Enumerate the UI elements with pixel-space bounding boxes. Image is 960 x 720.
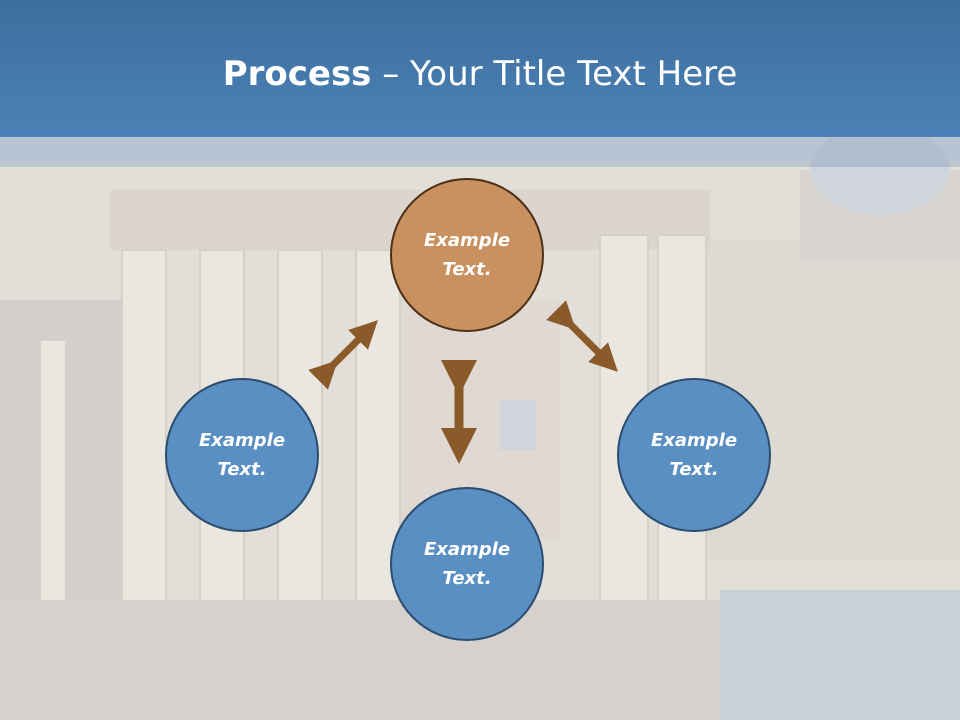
title-bold: Process — [222, 54, 372, 94]
process-node-left-text: Example Text. — [198, 430, 286, 480]
process-node-right[interactable]: Example Text. — [617, 378, 771, 532]
process-node-bottom-text: Example Text. — [423, 539, 511, 589]
title-banner — [0, 0, 960, 137]
process-node-top-text: Example Text. — [423, 230, 511, 280]
arrow-top-right — [546, 300, 618, 372]
title-rest: – Your Title Text Here — [371, 54, 738, 94]
slide-title[interactable]: Process – Your Title Text Here — [0, 52, 960, 96]
process-node-bottom[interactable]: Example Text. — [390, 487, 544, 641]
process-node-left[interactable]: Example Text. — [165, 378, 319, 532]
arrow-top-left — [308, 320, 378, 390]
process-node-right-text: Example Text. — [650, 430, 738, 480]
process-node-top[interactable]: Example Text. — [390, 178, 544, 332]
banner-strip — [0, 137, 960, 167]
